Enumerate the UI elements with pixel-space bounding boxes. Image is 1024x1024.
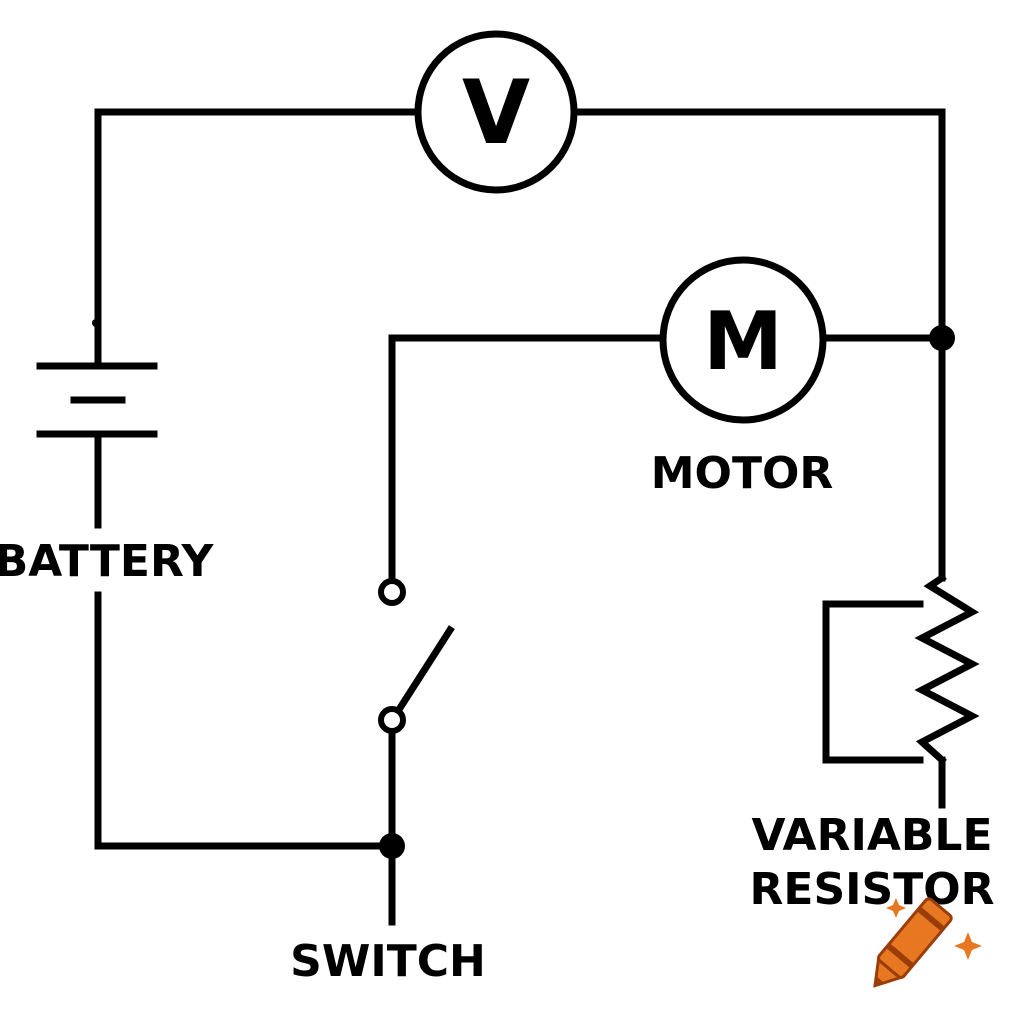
wire-motor-left <box>388 334 664 584</box>
switch-lever <box>395 625 455 713</box>
motor-label: MOTOR <box>651 448 834 499</box>
switch: SWITCH <box>290 578 486 987</box>
sparkle-icon <box>886 898 982 960</box>
switch-contact-bottom <box>378 706 406 734</box>
resistor-bypass-bracket <box>822 600 924 764</box>
resistor-zigzag <box>914 573 980 765</box>
voltmeter: V <box>414 30 578 194</box>
switch-contact-top <box>378 578 406 606</box>
junction-dot-battery <box>92 319 100 327</box>
switch-label: SWITCH <box>290 936 486 987</box>
junction-dot-top-right <box>929 325 955 351</box>
resistor-label-line2: RESISTOR <box>750 864 995 915</box>
wire-battery-bottom <box>94 591 396 850</box>
variable-resistor: VARIABLE RESISTOR <box>750 573 995 915</box>
resistor-label-line1: VARIABLE <box>751 810 992 861</box>
battery: BATTERY <box>0 362 214 587</box>
wires <box>94 108 946 926</box>
motor-symbol: M <box>703 295 783 388</box>
wire-top-right <box>572 108 946 342</box>
voltmeter-symbol: V <box>462 61 530 164</box>
motor-circle <box>659 256 827 424</box>
motor: M MOTOR <box>651 256 834 499</box>
crayon-icon <box>873 897 953 988</box>
voltmeter-circle <box>414 30 578 194</box>
wire-top-left <box>94 108 420 329</box>
junction-dot-bottom <box>379 833 405 859</box>
battery-label: BATTERY <box>0 536 214 587</box>
